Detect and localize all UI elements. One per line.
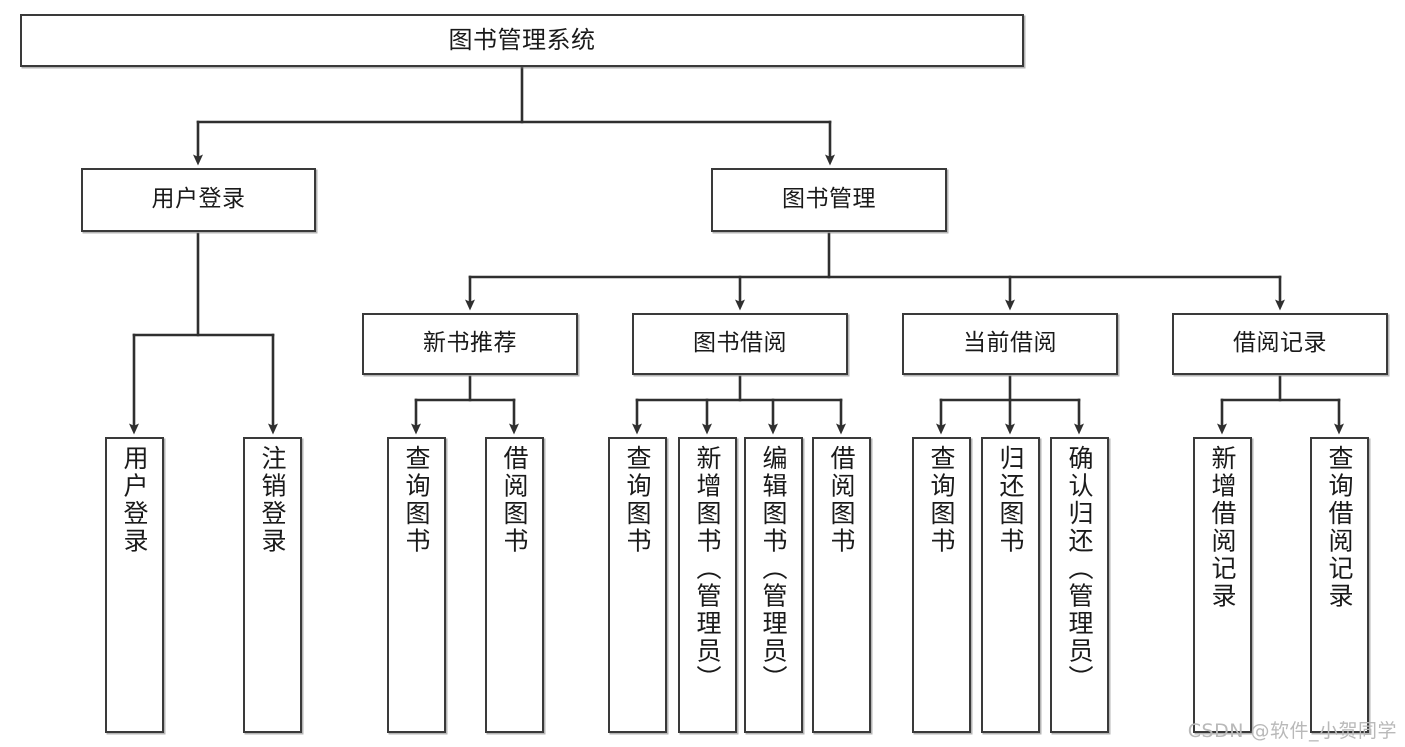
node-new-book-recommend[interactable]: 新书推荐 [362,313,578,375]
node-book-management-system[interactable]: 图书管理系统 [20,14,1024,67]
node-label: 当前借阅 [963,330,1057,357]
node-label: 借阅图书 [827,445,856,555]
node-label: 查询图书 [927,445,956,555]
node-label: 查询图书 [402,445,431,555]
node-leaf-borrow-book[interactable]: 借阅图书 [812,437,871,733]
node-leaf-return-book[interactable]: 归还图书 [981,437,1040,733]
node-label: 归还图书 [996,445,1025,555]
node-label: 图书借阅 [693,330,787,357]
node-book-management[interactable]: 图书管理 [711,168,947,232]
node-label: 查询图书 [623,445,652,555]
node-label: 注销登录 [258,445,287,555]
node-label: 确认归还（管理员） [1065,445,1094,693]
node-label: 新书推荐 [423,330,517,357]
node-label: 查询借阅记录 [1325,445,1354,610]
node-leaf-query-borrow-record[interactable]: 查询借阅记录 [1310,437,1369,733]
node-book-borrow[interactable]: 图书借阅 [632,313,848,375]
node-leaf-user-logout[interactable]: 注销登录 [243,437,302,733]
node-label: 编辑图书（管理员） [759,445,788,693]
node-leaf-confirm-return-admin[interactable]: 确认归还（管理员） [1050,437,1109,733]
node-label: 图书管理 [782,186,876,213]
node-label: 借阅记录 [1233,330,1327,357]
node-label: 借阅图书 [500,445,529,555]
node-leaf-edit-book-admin[interactable]: 编辑图书（管理员） [744,437,803,733]
node-leaf-query-book-recommend[interactable]: 查询图书 [387,437,446,733]
node-leaf-add-book-admin[interactable]: 新增图书（管理员） [678,437,737,733]
node-leaf-user-login[interactable]: 用户登录 [105,437,164,733]
node-leaf-borrow-book-recommend[interactable]: 借阅图书 [485,437,544,733]
csdn-watermark: CSDN @软件_小贺同学 [1187,720,1397,742]
node-label: 用户登录 [120,445,149,555]
node-label: 新增图书（管理员） [693,445,722,693]
node-label: 图书管理系统 [448,26,596,55]
node-user-login[interactable]: 用户登录 [81,168,316,232]
node-label: 新增借阅记录 [1208,445,1237,610]
node-leaf-query-book-current[interactable]: 查询图书 [912,437,971,733]
node-current-borrow[interactable]: 当前借阅 [902,313,1118,375]
node-leaf-add-borrow-record[interactable]: 新增借阅记录 [1193,437,1252,733]
node-borrow-record[interactable]: 借阅记录 [1172,313,1388,375]
node-leaf-query-book-borrow[interactable]: 查询图书 [608,437,667,733]
node-label: 用户登录 [151,186,246,213]
